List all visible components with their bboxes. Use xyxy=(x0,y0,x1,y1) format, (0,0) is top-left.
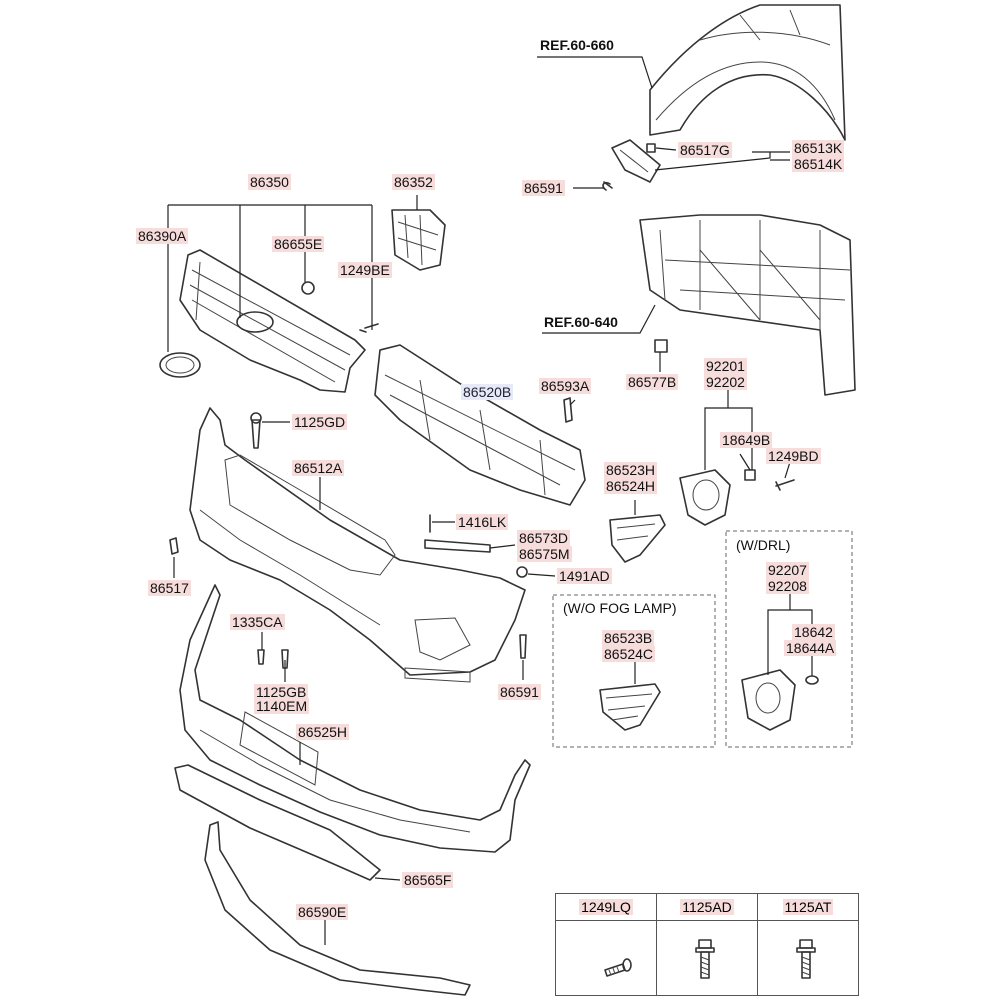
ref-carrier-label: REF.60-640 xyxy=(544,314,618,330)
part-label-18649b[interactable]: 18649B xyxy=(720,432,773,448)
lip-spoiler-drawing xyxy=(204,821,471,996)
part-label-86593a[interactable]: 86593A xyxy=(539,378,592,394)
part-label-86577b[interactable]: 86577B xyxy=(626,374,679,390)
part-label-1125gb[interactable]: 1125GB xyxy=(254,684,309,700)
grille-drawing xyxy=(159,249,379,393)
grille-bracket-drawing xyxy=(391,209,446,271)
fastener-cell-1125ad[interactable] xyxy=(656,920,758,996)
fastener-header-1125at[interactable]: 1125AT xyxy=(757,893,859,921)
carrier-drawing xyxy=(639,214,856,396)
part-label-86573d[interactable]: 86573D xyxy=(517,530,571,546)
part-label-1416lk[interactable]: 1416LK xyxy=(456,514,509,530)
wo-fog-lamp-title: (W/O FOG LAMP) xyxy=(563,600,677,616)
part-label-86517[interactable]: 86517 xyxy=(148,580,191,596)
part-label-1140em[interactable]: 1140EM xyxy=(254,698,310,714)
leader-lines xyxy=(167,56,813,945)
lower-bumper-drawing xyxy=(179,584,531,853)
part-label-86590e[interactable]: 86590E xyxy=(296,904,349,920)
wo-fog-lamp-box xyxy=(552,594,716,748)
part-label-86524c[interactable]: 86524C xyxy=(602,646,656,662)
part-label-86390a[interactable]: 86390A xyxy=(136,228,189,244)
w-drl-title: (W/DRL) xyxy=(736,537,791,553)
part-label-1249be[interactable]: 1249BE xyxy=(338,262,392,278)
bumper-cover-drawing xyxy=(169,407,528,683)
part-label-86525h[interactable]: 86525H xyxy=(296,724,350,740)
part-label-1125gd[interactable]: 1125GD xyxy=(292,414,348,430)
part-label-86655e[interactable]: 86655E xyxy=(272,236,325,252)
part-label-92207[interactable]: 92207 xyxy=(766,562,809,578)
part-label-1335ca[interactable]: 1335CA xyxy=(230,614,285,630)
fender-drawing xyxy=(649,4,846,141)
fastener-cell-1125at[interactable] xyxy=(757,920,859,996)
blank-cover-drawing xyxy=(599,683,661,731)
part-label-86591-upper[interactable]: 86591 xyxy=(522,180,565,196)
fasteners-table: 1249LQ 1125AD 1125AT xyxy=(555,893,859,996)
part-label-86591-lower[interactable]: 86591 xyxy=(498,684,541,700)
part-label-86352[interactable]: 86352 xyxy=(392,174,435,190)
fog-lamp-drawing xyxy=(679,469,795,526)
part-label-86520b[interactable]: 86520B xyxy=(461,384,514,400)
w-drl-box xyxy=(725,530,853,748)
fastener-cell-1249lq[interactable] xyxy=(555,920,657,996)
part-label-86517g[interactable]: 86517G xyxy=(678,142,732,158)
fastener-header-1125ad[interactable]: 1125AD xyxy=(656,893,758,921)
skid-plate-drawing xyxy=(174,764,381,881)
fastener-header-1249lq[interactable]: 1249LQ xyxy=(555,893,657,921)
part-label-18644a[interactable]: 18644A xyxy=(784,640,837,656)
part-label-1491ad[interactable]: 1491AD xyxy=(557,568,612,584)
part-label-92208[interactable]: 92208 xyxy=(766,578,809,594)
part-label-86565f[interactable]: 86565F xyxy=(402,872,454,888)
drl-lamp-drawing xyxy=(741,669,819,731)
part-label-86350[interactable]: 86350 xyxy=(248,174,291,190)
part-label-86524h[interactable]: 86524H xyxy=(604,478,658,494)
part-label-86514k[interactable]: 86514K xyxy=(792,156,845,172)
part-label-92201[interactable]: 92201 xyxy=(704,358,747,374)
fog-cover-drawing xyxy=(609,514,666,563)
part-label-86512a[interactable]: 86512A xyxy=(292,460,345,476)
part-label-1249bd[interactable]: 1249BD xyxy=(766,448,821,464)
absorber-drawing xyxy=(374,344,586,506)
part-label-86523h[interactable]: 86523H xyxy=(604,462,658,478)
part-label-86513k[interactable]: 86513K xyxy=(792,140,845,156)
fender-bracket-drawing xyxy=(602,139,661,191)
part-label-86523b[interactable]: 86523B xyxy=(602,630,655,646)
part-label-86575m[interactable]: 86575M xyxy=(517,546,572,562)
part-label-92202[interactable]: 92202 xyxy=(704,374,747,390)
part-label-18642[interactable]: 18642 xyxy=(792,624,835,640)
ref-fender-label: REF.60-660 xyxy=(540,37,614,53)
